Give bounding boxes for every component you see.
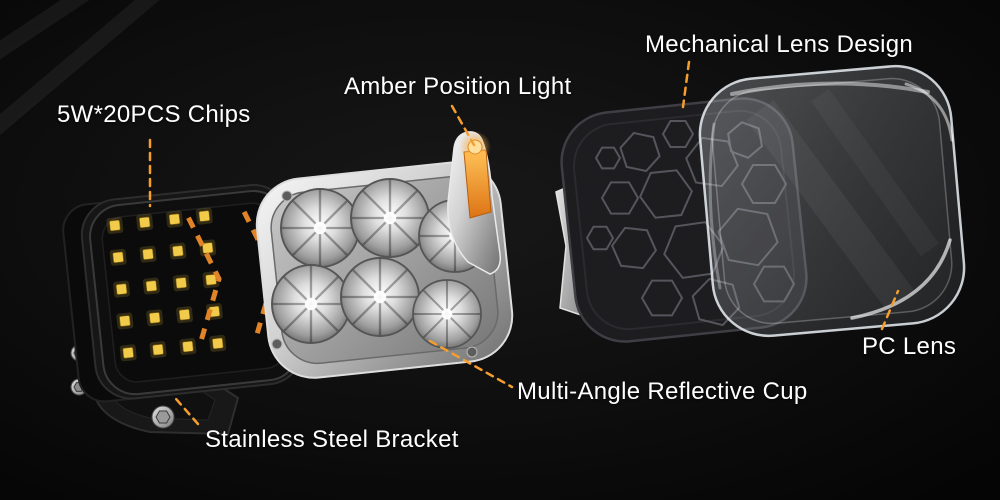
leader-lines [148,60,900,426]
label-mechanical-lens-design: Mechanical Lens Design [645,31,914,58]
leader-line-reflective [428,339,514,389]
label-stainless-steel-bracket: Stainless Steel Bracket [205,426,459,453]
amber-position-light [447,131,502,275]
leader-line-mechanical [681,60,691,109]
leader-line-pc-lens [880,289,900,331]
leader-line-bracket [174,397,200,426]
label-amber-position-light: Amber Position Light [344,73,572,100]
background-streaks [0,0,160,136]
label-pc-lens: PC Lens [862,333,957,360]
leader-line-amber [450,104,476,147]
label-chips: 5W*20PCS Chips [57,101,251,128]
pc-lens [698,64,966,338]
label-multi-angle-reflective-cup: Multi-Angle Reflective Cup [517,378,808,405]
